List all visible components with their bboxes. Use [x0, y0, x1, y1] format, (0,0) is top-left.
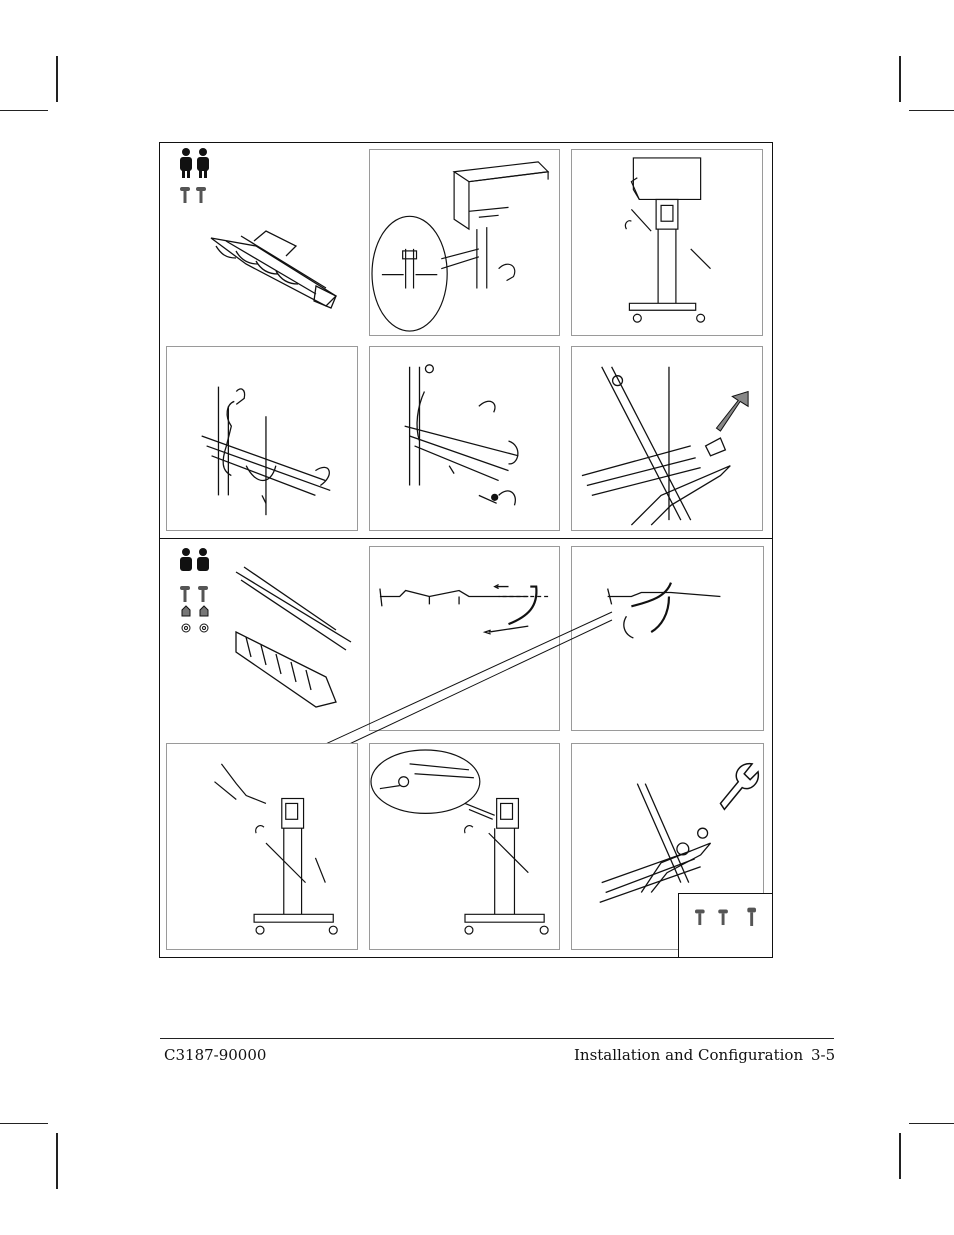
- crop-mark-tl-h: [0, 110, 48, 111]
- section-title: Installation and Configuration: [574, 1046, 803, 1064]
- doc-number: C3187-90000: [164, 1046, 266, 1064]
- hardware-legend: [678, 893, 773, 958]
- crop-mark-bl-h: [0, 1123, 48, 1124]
- stand-detail-drawing: [370, 744, 559, 949]
- rail-arrow-drawing: [572, 347, 762, 530]
- nut-icon: [182, 606, 208, 616]
- step-6-cell: [571, 346, 763, 531]
- step-2-cell: [369, 149, 560, 336]
- crop-mark-bl-v: [56, 1133, 58, 1189]
- step-1-parts: [166, 146, 358, 336]
- hook-bracket-drawing: [167, 347, 357, 530]
- washer-icon: [182, 624, 208, 632]
- arrow-icon: [716, 392, 748, 432]
- plotter-detail-drawing: [370, 150, 559, 335]
- crop-mark-br-h: [909, 1123, 954, 1124]
- two-people-icon: [180, 148, 209, 178]
- step-3-cell: [571, 149, 763, 336]
- bracket-rotation-drawing: [370, 347, 559, 530]
- footer-rule: [160, 1038, 834, 1039]
- step-5-cell: [369, 346, 560, 531]
- wrench-icon: [720, 764, 758, 810]
- step-4-cell: [166, 346, 358, 531]
- crop-mark-tr-v: [899, 56, 901, 102]
- tray-parts-drawing: [166, 146, 358, 336]
- frame-divider: [159, 538, 773, 539]
- step-11-cell: [369, 743, 560, 950]
- crop-mark-tl-v: [56, 56, 58, 102]
- screw-icon: [679, 894, 772, 957]
- step-10-cell: [166, 743, 358, 950]
- plotter-stand-drawing: [572, 150, 762, 335]
- crop-mark-tr-h: [909, 110, 954, 111]
- page-number: 3-5: [811, 1046, 835, 1064]
- screw-icon: [180, 187, 206, 203]
- crop-mark-br-v: [899, 1133, 901, 1179]
- stand-basket-drawing: [167, 744, 357, 949]
